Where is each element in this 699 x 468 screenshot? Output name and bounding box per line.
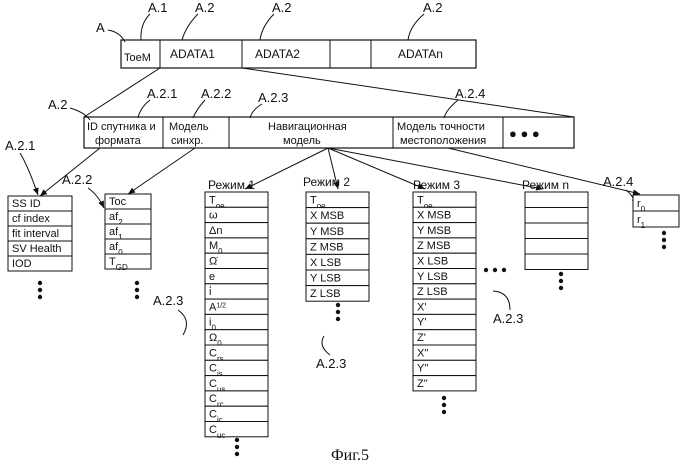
label-a24-right: A.2.4: [603, 174, 633, 189]
leader-a23-mode2: [322, 336, 330, 355]
mode1-row-text: ω: [209, 210, 218, 222]
mode2-row-text: Z LSB: [310, 288, 341, 300]
leader-a22-left: [88, 188, 104, 208]
moden-row-box: [525, 239, 588, 255]
label-a23-mode3: A.2.3: [493, 311, 523, 326]
leader-a22: [193, 100, 205, 118]
figure-caption: Фиг.5: [331, 447, 369, 464]
mode2-title: Режим 2: [303, 175, 350, 189]
mode2-row-text: X LSB: [310, 257, 341, 269]
leader-a23-mode1: [178, 310, 187, 335]
mode3-row-text: X': [417, 301, 426, 313]
sync-model-label-2: синхр.: [171, 135, 203, 147]
leader-a21-left: [20, 153, 38, 195]
leader-a21: [138, 100, 150, 118]
moden-table: [525, 192, 588, 270]
sync-table: Tocaf2af1af0TGD: [105, 194, 151, 272]
moden-title: Режим n: [522, 178, 569, 192]
adatan-cell-label: ADATAn: [398, 47, 443, 61]
adata2-cell-label: ADATA2: [255, 47, 300, 61]
id-row-text: cf index: [12, 213, 50, 225]
mode1-row-text: Ω̇: [209, 256, 218, 268]
expand-line-right: [242, 68, 574, 117]
label-a2-top-1: A.2: [195, 0, 215, 15]
mode3-row-text: Z MSB: [417, 240, 451, 252]
id-row-text: SS ID: [12, 198, 41, 210]
mode3-row-text: Y MSB: [417, 225, 451, 237]
mode2-row-text: Z MSB: [310, 241, 344, 253]
leader-a2-top-1: [182, 14, 198, 40]
mode3-title: Режим 3: [413, 178, 460, 192]
label-a23: A.2.3: [258, 90, 288, 105]
label-a2-top-3: A.2: [423, 0, 443, 15]
label-a: A: [96, 20, 105, 35]
mode3-row-text: Y LSB: [417, 271, 448, 283]
mode3-row-text: Z": [417, 378, 428, 390]
accuracy-table: r0r1: [633, 195, 679, 230]
mode3-row-text: X LSB: [417, 256, 448, 268]
mode3-row-text: Z': [417, 332, 426, 344]
mode1-row-text: i̇: [209, 285, 211, 298]
second-row-ellipsis: ● ● ●: [509, 126, 540, 141]
mode1-title: Режим 1: [208, 178, 255, 192]
label-a21-left: A.2.1: [5, 138, 35, 153]
moden-row-box: [525, 208, 588, 224]
mode2-table: ToeX MSBY MSBZ MSBX LSBY LSBZ LSB: [306, 192, 369, 301]
nav-model-label-1: Навигационная: [268, 121, 347, 133]
label-a2-left: A.2: [48, 97, 68, 112]
sync-row-text: Toc: [109, 196, 127, 208]
label-a21: A.2.1: [147, 86, 177, 101]
adata1-cell-label: ADATA1: [170, 47, 215, 61]
accuracy-model-label-2: местоположения: [400, 135, 486, 147]
mode3-table: ToeX MSBY MSBZ MSBX LSBY LSBZ LSBX'Y'Z'X…: [413, 192, 476, 391]
toem-cell-label: ToeM: [124, 52, 151, 64]
leader-a1: [141, 14, 150, 40]
mode1-table: ToeωΔnM0Ω̇ei̇A1/2i0Ω0CrsCisCusCrcCicCuc: [205, 192, 268, 439]
moden-row-box: [525, 223, 588, 239]
parameter-tables: SS ID cf index fit interval SV HealthIOD Toc…: [8, 192, 679, 439]
sync-model-label-1: Модель: [169, 121, 209, 133]
nav-model-label-2: модель: [283, 135, 321, 147]
arrow-to-sync-table: [128, 148, 195, 194]
label-a1: A.1: [148, 0, 168, 15]
label-a22-left: A.2.2: [62, 172, 92, 187]
mode3-row-text: Z LSB: [417, 286, 448, 298]
mode2-row-text: Y LSB: [310, 273, 341, 285]
mode2-row-text: X MSB: [310, 210, 344, 222]
leader-a2-top-2: [260, 14, 274, 40]
label-a22: A.2.2: [201, 86, 231, 101]
id-format-label-1: ID спутника и: [87, 121, 156, 133]
id-format-label-2: формата: [95, 135, 142, 147]
mode1-row-text: Δn: [209, 225, 222, 237]
leader-a23-mode3: [493, 291, 510, 310]
label-a24: A.2.4: [455, 86, 485, 101]
accuracy-model-label-1: Модель точности: [397, 121, 485, 133]
mode3-row-text: Y': [417, 317, 426, 329]
leader-a24: [444, 100, 458, 118]
mode1-row-text: e: [209, 271, 215, 283]
leader-a23: [250, 104, 262, 118]
moden-row-box: [525, 192, 588, 208]
label-a23-mode2: A.2.3: [316, 356, 346, 371]
id-row-text: IOD: [12, 258, 32, 270]
id-row-text: fit interval: [12, 228, 59, 240]
mode1-row-box: [205, 284, 268, 299]
mode3-row-text: Y": [417, 363, 428, 375]
id-row-text: SV Health: [12, 243, 62, 255]
id-table: SS ID cf index fit interval SV HealthIOD: [8, 196, 72, 271]
label-a2-top-2: A.2: [272, 0, 292, 15]
moden-row-box: [525, 254, 588, 270]
leader-a2-top-3: [408, 14, 424, 40]
mode3-row-text: X MSB: [417, 210, 451, 222]
mode3-row-text: X": [417, 347, 428, 359]
label-a23-mode1: A.2.3: [153, 293, 183, 308]
mode2-row-text: Y MSB: [310, 226, 344, 238]
